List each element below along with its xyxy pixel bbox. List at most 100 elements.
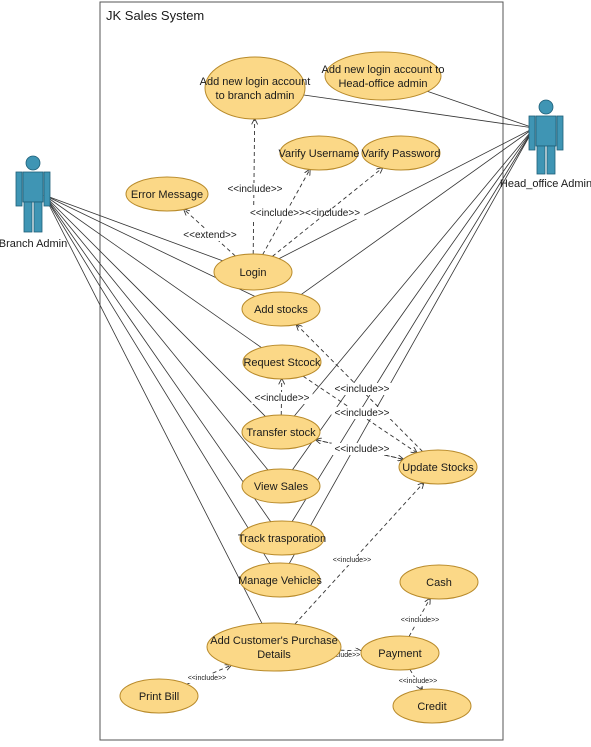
use-case-ellipse [125,176,209,212]
use-case-ellipse [213,253,293,291]
dependency-label: <<include>><<include>> [250,208,360,219]
actor-label: Head_office Admin [500,178,591,190]
use-case-label: Print Bill [139,691,179,703]
use-case-ellipse [324,51,442,101]
use-case-payment: Payment [360,635,440,671]
association-line [293,127,535,417]
use-case-ellipse [360,635,440,671]
dependency-label: <<include>> [401,617,440,624]
actor-leg-icon [33,201,43,233]
actor-arm-icon [556,115,564,151]
use-case-track-transport: Track trasporation [238,520,326,556]
actor-leg-icon [23,201,33,233]
use-case-transfer-stock: Transfer stock [241,414,321,450]
dependency-label-bg [331,443,393,455]
use-case-label: Transfer stock [246,427,316,439]
use-case-credit: Credit [392,688,472,724]
association-line [43,194,269,471]
dependency-label: <<include>> [399,678,438,685]
dependency-arrow [184,209,236,257]
use-case-ellipse [361,135,441,171]
association-line [427,90,535,129]
actor-branch-admin: Branch Admin [0,155,67,250]
use-case-request-stock: Request Stcock [242,344,322,380]
use-case-cash: Cash [399,564,479,600]
association-line [301,127,535,295]
dependency-label-bg [245,207,365,219]
use-case-label: Varify Username [278,148,359,160]
use-case-error-message: Error Message [125,176,209,212]
use-case-label: Payment [378,648,421,660]
use-case-label: Update Stocks [402,462,474,474]
association-lines [43,90,535,624]
dependency-label: <<include>> [227,184,282,195]
use-case-label: Add stocks [254,304,308,316]
dependency-label: <<include>> [254,393,309,404]
association-line [291,127,535,522]
use-case-ellipse [242,344,322,380]
use-case-print-bill: Print Bill [119,678,199,714]
use-case-label: Track trasporation [238,533,326,545]
actor-label: Branch Admin [0,238,67,250]
use-case-label: Add Customer's Purchase [210,635,337,647]
association-line [278,127,535,259]
use-case-label: Credit [417,701,446,713]
dependency-arrow [340,650,361,651]
dependency-label-bg [224,183,286,195]
dependency-label-bg [318,651,364,660]
actor-leg-icon [546,145,556,175]
use-case-verify-password: Varify Password [361,135,441,171]
dependency-label-bg [182,229,238,241]
dependency-label-bg [184,674,230,683]
dependency-label-bg [251,392,313,404]
dependency-label: <<include>> [322,652,361,659]
association-line [303,94,535,129]
dependency-label: <<include>> [334,444,389,455]
dependency-arrow [272,168,382,257]
dependency-arrow [409,669,422,689]
use-case-ellipse [119,678,199,714]
use-case-label: Request Stcock [243,357,321,369]
use-case-login: Login [213,253,293,291]
actor-body-icon [22,171,44,203]
use-case-view-sales: View Sales [241,468,321,504]
use-case-label: Cash [426,577,452,589]
association-line [43,194,271,564]
association-line [43,194,271,522]
dependency-label-bg [395,677,441,686]
use-case-label: to branch admin [216,90,295,102]
dependency-label: <<include>> [334,384,389,395]
actor-arm-icon [528,115,536,151]
use-case-ellipse [399,564,479,600]
association-line [43,194,262,348]
use-case-label: Error Message [131,189,203,201]
use-case-ellipse [239,520,325,556]
association-line [288,127,535,564]
use-case-ellipse [398,449,478,485]
use-case-label: Head-office admin [338,78,427,90]
dependency-arrow [262,170,310,255]
association-line [43,194,266,417]
use-case-manage-vehicles: Manage Vehicles [238,562,322,598]
dependency-label-bg [329,556,375,565]
dependency-label-bg [397,616,443,625]
dependency-label-bg [331,407,393,419]
actor-arm-icon [15,171,23,207]
association-line [43,194,223,262]
dependency-arrow [302,375,417,452]
actor-head-office-admin: Head_office Admin [500,99,591,190]
use-case-verify-username: Varify Username [278,135,360,171]
dependency-label: <<include>> [333,557,372,564]
use-case-ellipse [206,622,342,672]
dependency-label: <<include>> [334,408,389,419]
use-case-ellipse [204,56,306,120]
use-case-ellipse [239,562,321,598]
use-case-update-stocks: Update Stocks [398,449,478,485]
use-case-label: Manage Vehicles [238,575,322,587]
